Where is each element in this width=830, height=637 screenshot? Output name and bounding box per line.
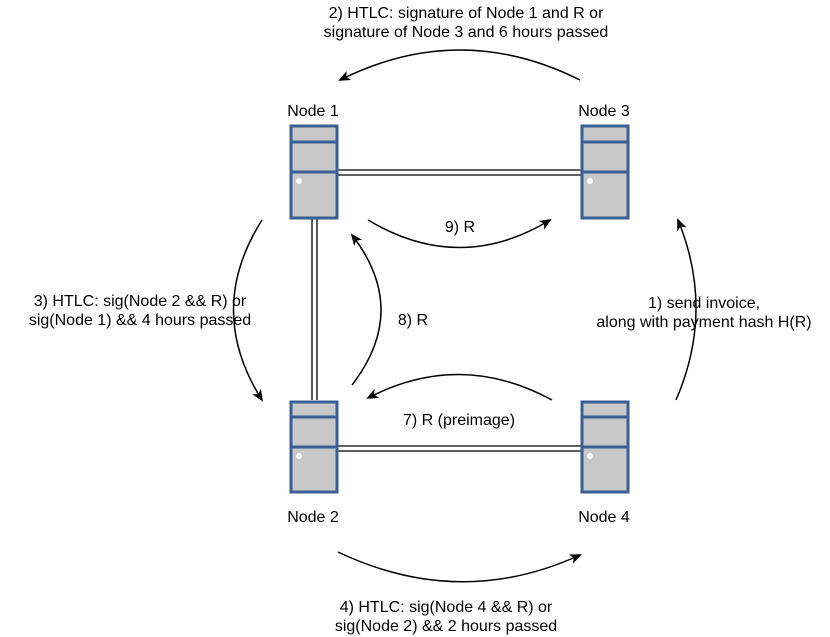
step4-label: 4) HTLC: sig(Node 4 && R) or sig(Node 2)… [335, 598, 557, 636]
step2-line1: 2) HTLC: signature of Node 1 and R or [328, 5, 604, 22]
server-icon-node4 [580, 400, 630, 494]
arrow-step3 [232, 219, 264, 402]
step2-line2: signature of Node 3 and 6 hours passed [323, 24, 609, 41]
step4-line2: sig(Node 2) && 2 hours passed [334, 618, 558, 635]
arrow-step2 [338, 49, 581, 81]
step7-label: 7) R (preimage) [402, 412, 516, 429]
server-icon-node2 [289, 400, 339, 494]
arrow-step4 [337, 551, 582, 583]
arrow-step7 [366, 373, 553, 401]
channel-node1-node3 [338, 169, 582, 176]
arrow-step9 [367, 218, 552, 249]
step1-line2: along with payment hash H(R) [596, 314, 812, 331]
node1-label: Node 1 [287, 103, 339, 120]
step1-label: 1) send invoice, along with payment hash… [596, 294, 811, 332]
node2-label: Node 2 [287, 509, 339, 526]
server-icon-node3 [580, 124, 630, 220]
step3-label: 3) HTLC: sig(Node 2 && R) or sig(Node 1)… [29, 292, 251, 330]
step4-line1: 4) HTLC: sig(Node 4 && R) or [339, 599, 553, 616]
node3-label: Node 3 [578, 103, 630, 120]
step2-label: 2) HTLC: signature of Node 1 and R or si… [324, 4, 609, 42]
step9-label: 9) R [444, 219, 476, 236]
arrow-step8 [350, 233, 382, 386]
step3-line1: 3) HTLC: sig(Node 2 && R) or [33, 293, 247, 310]
step8-label: 8) R [397, 312, 429, 329]
node4-label: Node 4 [578, 509, 630, 526]
channel-node2-node4 [338, 445, 582, 452]
channel-node1-node2 [311, 218, 318, 400]
server-icon-node1 [289, 124, 339, 220]
step3-line2: sig(Node 1) && 4 hours passed [28, 312, 252, 329]
arrow-step1 [675, 218, 697, 401]
step1-line1: 1) send invoice, [647, 295, 761, 312]
